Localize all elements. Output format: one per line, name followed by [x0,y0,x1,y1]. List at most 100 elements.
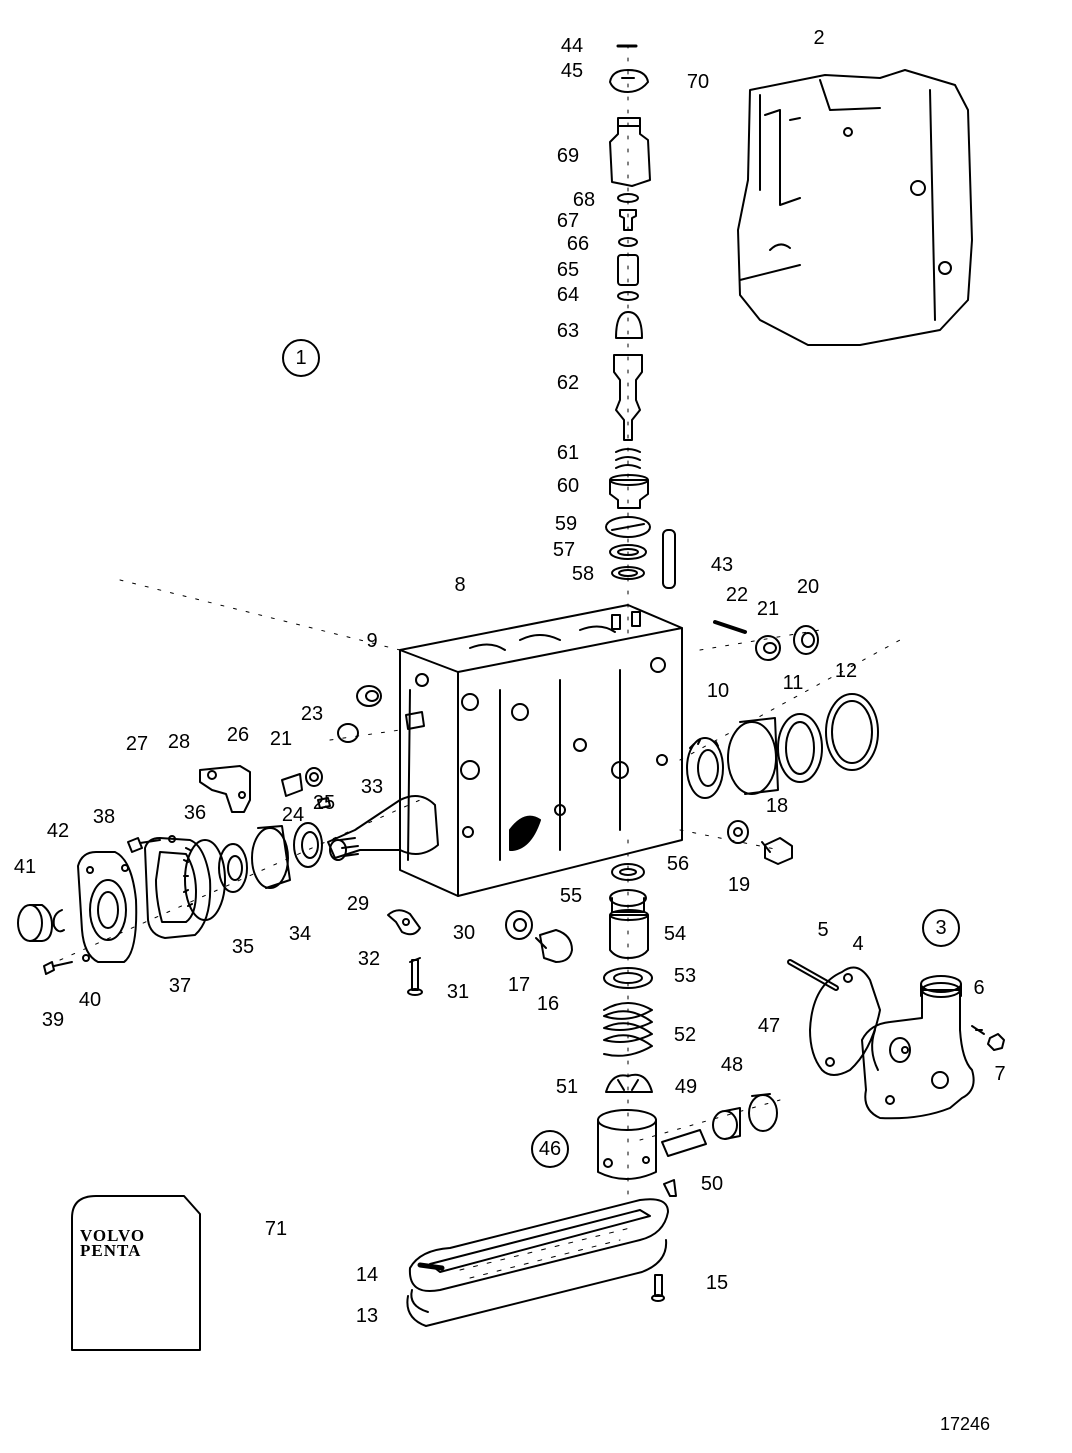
label-41: 41 [13,856,37,878]
label-24: 24 [281,804,305,826]
gasket-part-14 [408,1198,669,1292]
label-4: 4 [852,933,864,955]
bolt-part-19 [761,837,793,865]
label-33: 33 [360,776,384,798]
label-7: 7 [994,1063,1006,1085]
label-26: 26 [226,724,250,746]
nut-part-20 [793,625,819,655]
label-13: 13 [355,1305,379,1327]
label-27: 27 [125,733,149,755]
seal-part-35 [218,843,248,893]
label-22: 22 [725,584,749,606]
flange-part-4 [809,966,881,1076]
label-25: 25 [312,792,336,814]
plug-part-9 [356,685,382,707]
label-54: 54 [663,923,687,945]
label-8: 8 [454,574,466,596]
label-14: 14 [355,1264,379,1286]
callout-46: 46 [531,1130,569,1168]
label-59: 59 [554,513,578,535]
label-64: 64 [556,284,580,306]
label-9: 9 [366,630,378,652]
washer-part-18 [727,820,749,844]
nut-part-7 [971,1025,1005,1051]
label-19: 19 [727,874,751,896]
callout-1: 1 [282,339,320,377]
pin-part-22 [713,620,747,634]
pump-body-part-8 [327,604,683,897]
label-5: 5 [817,919,829,941]
brand-line-2: PENTA [80,1241,142,1260]
lever-part-26 [199,765,251,813]
nut-part-21b [281,767,323,797]
label-40: 40 [78,989,102,1011]
label-44: 44 [560,35,584,57]
pin-part-5 [787,959,839,991]
label-58: 58 [571,563,595,585]
screw-part-23 [337,711,425,743]
label-61: 61 [556,442,580,464]
bearing-part-34 [251,825,291,889]
label-68: 68 [572,189,596,211]
washer-part-17 [505,910,533,940]
label-57: 57 [552,539,576,561]
label-43: 43 [710,554,734,576]
washer-part-40 [82,954,90,962]
label-6: 6 [973,977,985,999]
label-49: 49 [674,1076,698,1098]
brand-line-1: VOLVO [80,1226,146,1245]
label-55: 55 [559,885,583,907]
bracket-part-29 [387,909,421,936]
label-50: 50 [700,1173,724,1195]
volvo-penta-logo: VOLVO PENTA [80,1226,146,1260]
label-11: 11 [782,672,804,694]
label-67: 67 [556,210,580,232]
label-18: 18 [765,795,789,817]
ring-part-12 [825,693,879,771]
label-20: 20 [796,576,820,598]
gasket-part-13 [406,1239,668,1327]
label-47: 47 [757,1015,781,1037]
label-53: 53 [673,965,697,987]
label-34: 34 [288,923,312,945]
label-38: 38 [92,806,116,828]
label-66: 66 [566,233,590,255]
label-37: 37 [168,975,192,997]
label-12: 12 [834,660,858,682]
label-62: 62 [556,372,580,394]
screw-part-39 [43,961,73,975]
screw-part-15 [651,1274,665,1302]
label-60: 60 [556,475,580,497]
governor-housing-part-2 [737,69,973,346]
delivery-valve-stack [605,44,676,589]
label-70: 70 [686,71,710,93]
gasket-part-37 [144,837,212,939]
pin-part-31 [407,957,423,996]
callout-3: 3 [922,909,960,947]
label-39: 39 [41,1009,65,1031]
key-part-25 [317,797,331,809]
label-35: 35 [231,936,255,958]
figure-number: 17246 [940,1414,991,1434]
cover-part-38 [77,851,138,963]
gear-ring-part-36 [183,839,226,921]
label-10: 10 [706,680,730,702]
label-32: 32 [357,948,381,970]
label-69: 69 [556,145,580,167]
label-29: 29 [346,893,370,915]
label-23: 23 [300,703,324,725]
plunger-stack [597,863,778,1197]
label-71: 71 [264,1218,288,1240]
label-36: 36 [183,802,207,824]
bearing-part-11 [727,713,823,795]
seal-part-10 [686,737,724,799]
label-51: 51 [555,1076,579,1098]
feed-pump-body-part-3 [861,975,975,1120]
label-65: 65 [556,259,580,281]
label-63: 63 [556,320,580,342]
gasket-kit-bag-part-71 [71,1195,201,1351]
label-2: 2 [813,27,825,49]
label-17: 17 [507,974,531,996]
